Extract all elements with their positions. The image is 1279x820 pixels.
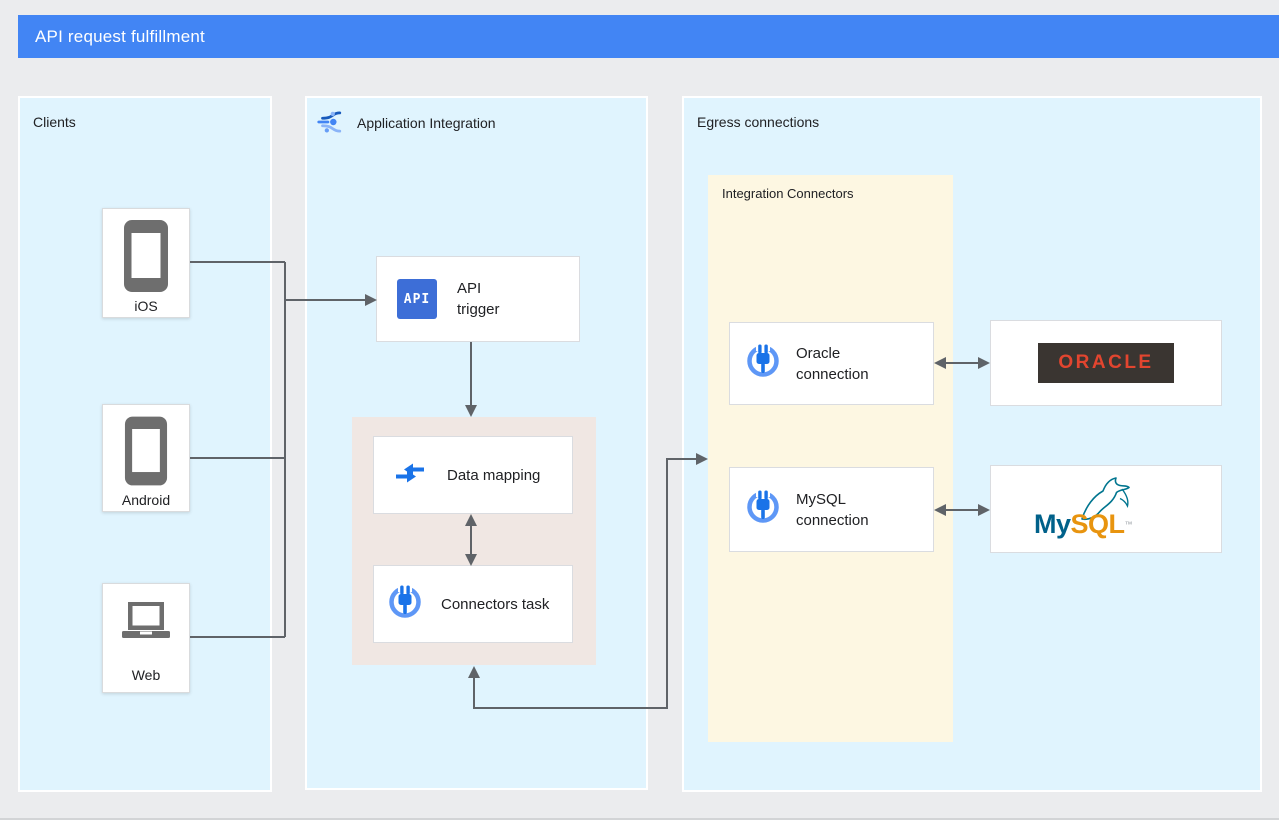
node-label: API trigger [457,280,500,318]
client-label: Android [121,492,171,508]
egress-panel-title: Egress connections [697,114,820,130]
data-mapping-icon [390,453,430,498]
node-label: MySQL connection [796,490,869,529]
client-label: Web [131,667,161,683]
node-oracle-connection: Oracle connection [729,322,934,405]
node-connectors-task: Connectors task [373,565,573,643]
mysql-logo: MySQL™ [1026,476,1186,542]
diagram-title-bar: API request fulfillment [18,15,1279,58]
client-card-ios: iOS [102,208,190,318]
page-title: API request fulfillment [35,26,205,46]
client-card-android: Android [102,404,190,512]
smartphone-icon [124,415,168,492]
node-data-mapping: Data mapping [373,436,573,514]
integration-connectors-icon [386,582,424,626]
node-api-trigger: API API trigger [376,256,580,342]
node-label: Oracle connection [796,344,869,383]
card-mysql-database: MySQL™ [990,465,1222,553]
node-mysql-connection: MySQL connection [729,467,934,552]
node-label: Data mapping [447,466,541,484]
integration-connectors-title: Integration Connectors [722,186,854,201]
oracle-logo: ORACLE [1038,343,1174,383]
laptop-icon [120,602,172,647]
clients-panel-title: Clients [33,114,76,130]
application-integration-icon [317,111,342,133]
integration-connectors-group [708,175,953,742]
card-oracle-database: ORACLE [990,320,1222,406]
integration-connectors-icon [744,342,782,385]
mysql-dolphin-icon [1081,477,1130,521]
integration-connectors-icon [744,488,782,531]
node-label: Connectors task [441,595,550,613]
client-label: iOS [134,298,158,314]
api-trigger-icon: API [397,279,437,319]
application-integration-panel-title: Application Integration [357,115,496,131]
smartphone-icon [123,219,169,298]
client-card-web: Web [102,583,190,693]
